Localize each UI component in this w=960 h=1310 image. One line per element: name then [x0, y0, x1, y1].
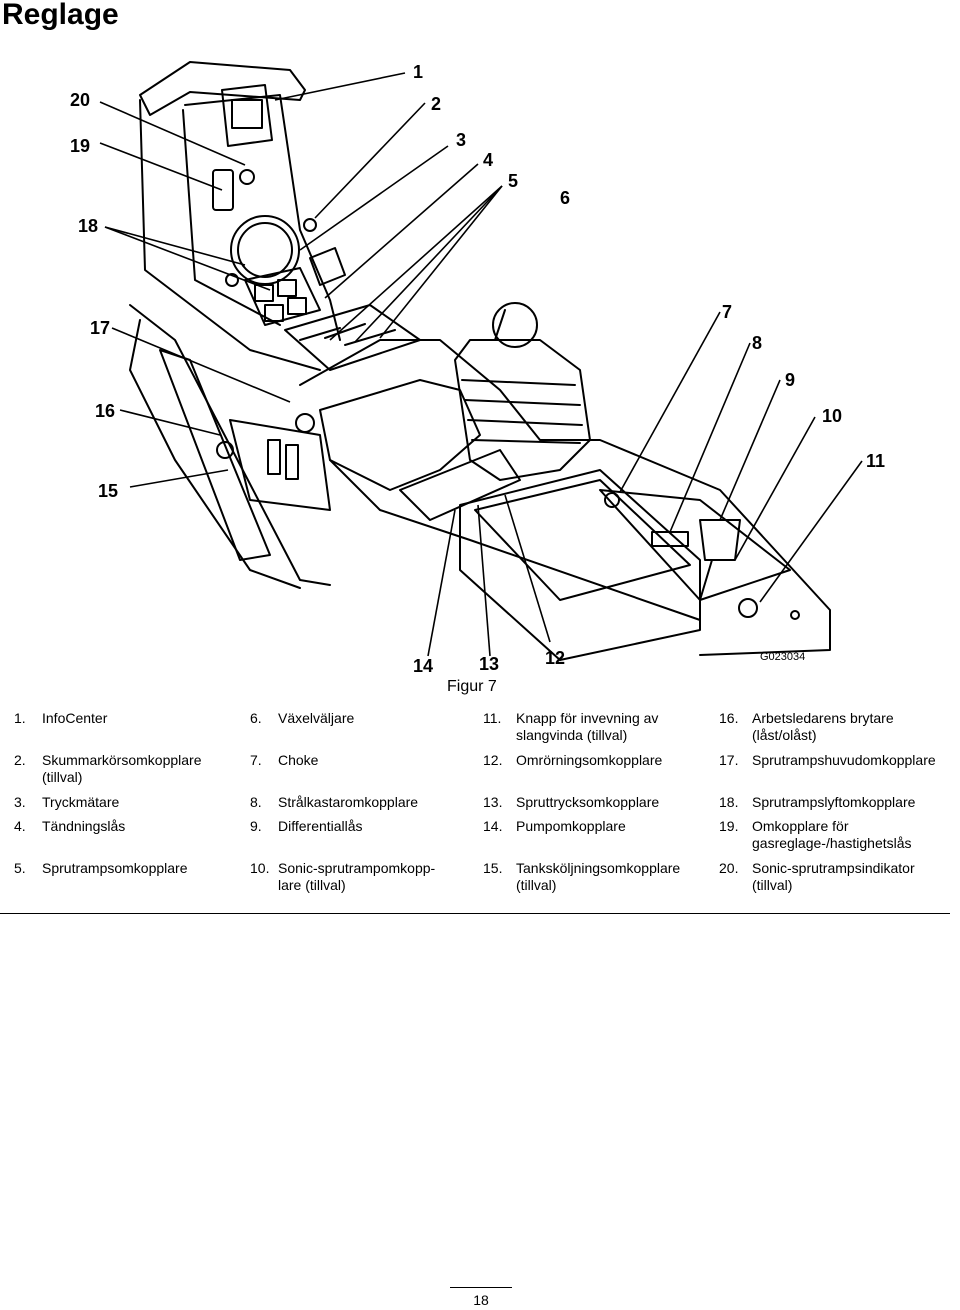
legend-text: Strålkastaromkopplare — [278, 794, 419, 810]
legend-number: 6. — [250, 710, 262, 726]
legend-number: 3. — [14, 794, 26, 810]
callout-13: 13 — [479, 654, 499, 674]
legend-number: 18. — [719, 794, 739, 810]
callout-17: 17 — [90, 318, 110, 338]
legend-text: Arbetsledarens brytare (låst/olåst) — [752, 710, 894, 743]
legend-text: Omkopplare för gasreglage-/hastighetslås — [752, 818, 912, 851]
callout-14: 14 — [413, 656, 433, 676]
legend-text: Sprutrampshuvudomkopplare — [752, 752, 936, 768]
legend-text: Skummarkörsomkopplare (tillval) — [42, 752, 202, 785]
page-number: 18 — [473, 1292, 489, 1308]
legend-text: Sprutrampsomkopplare — [42, 860, 188, 876]
legend-number: 11. — [483, 710, 502, 726]
legend-number: 2. — [14, 752, 26, 768]
legend-text: Tryckmätare — [42, 794, 120, 810]
legend-text: Tanksköljningsomkopplare (tillval) — [516, 860, 681, 893]
legend-number: 5. — [14, 860, 26, 876]
legend-number: 16. — [719, 710, 739, 726]
page-title: Reglage — [2, 0, 119, 31]
legend-number: 12. — [483, 752, 503, 768]
legend-number: 10. — [250, 860, 270, 876]
legend-text: Sonic-sprutrampsindikator (tillval) — [752, 860, 915, 893]
figure-caption: Figur 7 — [447, 678, 497, 695]
callout-7: 7 — [722, 302, 732, 322]
callout-9: 9 — [785, 370, 795, 390]
callout-5: 5 — [508, 171, 518, 191]
legend-text: Sprutrampslyftomkopplare — [752, 794, 916, 810]
callout-3: 3 — [456, 130, 466, 150]
legend-number: 14. — [483, 818, 503, 834]
section-divider — [0, 913, 950, 914]
legend-number: 13. — [483, 794, 503, 810]
callout-1: 1 — [413, 62, 423, 82]
legend-text: Växelväljare — [278, 710, 355, 726]
legend-number: 8. — [250, 794, 262, 810]
legend-number: 1. — [14, 710, 26, 726]
legend-number: 17. — [719, 752, 739, 768]
callout-10: 10 — [822, 406, 842, 426]
legend-text: Differentiallås — [278, 818, 363, 834]
callout-11: 11 — [866, 451, 885, 471]
legend-text: Pumpomkopplare — [516, 818, 626, 834]
legend-number: 9. — [250, 818, 262, 834]
callout-12: 12 — [545, 648, 565, 668]
callout-20: 20 — [70, 90, 90, 110]
callout-16: 16 — [95, 401, 115, 421]
control-console-figure: 1 2 3 4 5 6 7 8 9 10 11 12 13 14 15 16 1… — [70, 61, 885, 695]
legend-number: 7. — [250, 752, 262, 768]
footer-divider — [450, 1287, 512, 1288]
callout-6: 6 — [560, 188, 570, 208]
legend-number: 19. — [719, 818, 739, 834]
legend-text: Knapp för invevning av slangvinda (tillv… — [516, 710, 659, 743]
legend-number: 4. — [14, 818, 26, 834]
callout-2: 2 — [431, 94, 441, 114]
callout-8: 8 — [752, 333, 762, 353]
callout-15: 15 — [98, 481, 118, 501]
callout-4: 4 — [483, 150, 493, 170]
legend-text: Tändningslås — [42, 818, 126, 834]
legend-text: Spruttrycksomkopplare — [516, 794, 660, 810]
legend-number: 20. — [719, 860, 739, 876]
legend-text: Omrörningsomkopplare — [516, 752, 663, 768]
legend-text: Sonic-sprutrampomkopp-lare (tillval) — [278, 860, 436, 893]
figure-code: G023034 — [760, 651, 805, 663]
callout-19: 19 — [70, 136, 90, 156]
legend-text: InfoCenter — [42, 710, 108, 726]
callout-18: 18 — [78, 216, 98, 236]
legend-text: Choke — [278, 752, 319, 768]
legend-number: 15. — [483, 860, 503, 876]
